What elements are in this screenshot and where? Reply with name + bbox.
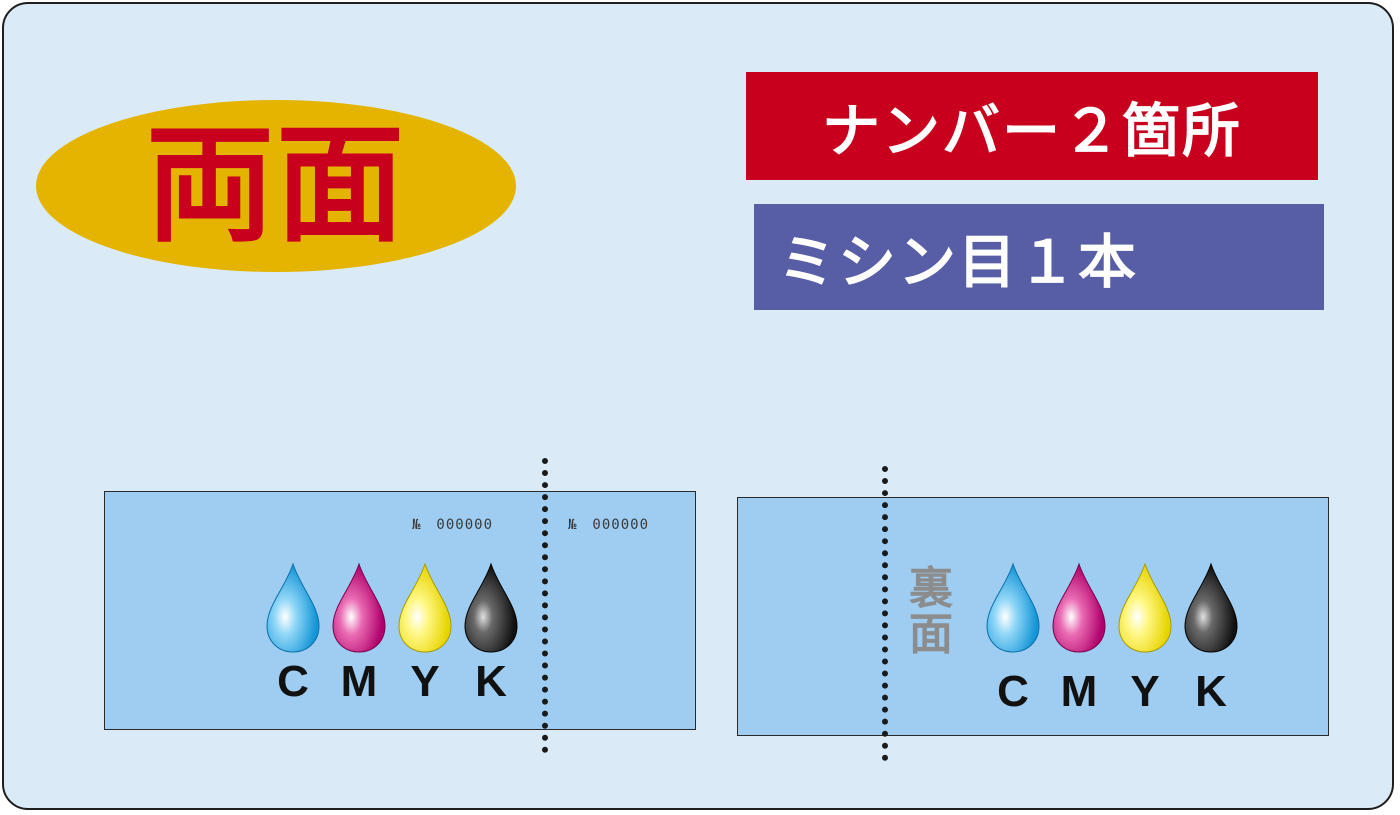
duplex-badge-text: 両面 [145,111,406,260]
ticket-number-main: № 000000 [412,517,494,533]
black-drop-icon [464,562,518,653]
front-ticket [104,491,696,730]
cyan-label: C [997,667,1029,716]
perforation-banner: ミシン目１本 [754,204,1324,310]
magenta-drop-icon [332,562,386,653]
back-perforation-line [882,466,888,761]
cyan-label: C [277,657,309,706]
duplex-badge: 両面 [36,100,516,272]
ticket-number-stub: № 000000 [568,517,650,533]
yellow-drop-icon [1118,562,1172,653]
yellow-drop-icon [398,562,452,653]
back-side-label: 裏 面 [906,563,956,661]
magenta-label: M [1060,667,1098,716]
black-label: K [475,657,507,706]
magenta-label: M [340,657,378,706]
yellow-label: Y [1130,667,1160,716]
magenta-drop-icon [1052,562,1106,653]
numbering-banner: ナンバー２箇所 [746,72,1318,180]
back-side-label-char: 裏 [909,563,953,614]
black-label: K [1195,667,1227,716]
yellow-label: Y [410,657,440,706]
black-drop-icon [1184,562,1238,653]
cyan-drop-icon [266,562,320,653]
cyan-drop-icon [986,562,1040,653]
back-side-label-char: 面 [909,609,953,661]
front-perforation-line [542,458,548,753]
